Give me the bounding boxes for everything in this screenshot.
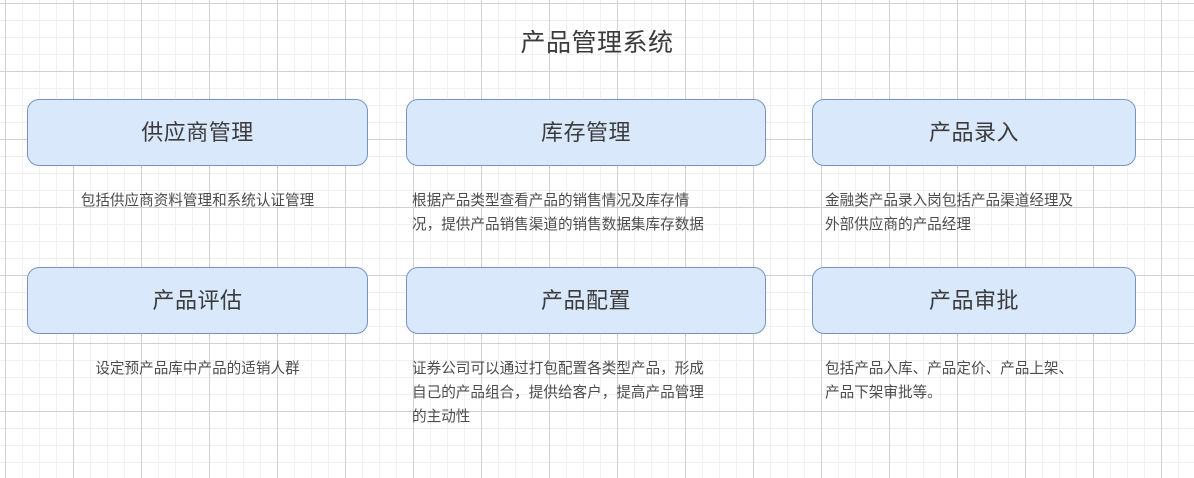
- module-description-product-evaluation: 设定预产品库中产品的适销人群: [95, 361, 300, 377]
- module-title-product-configuration: 产品配置: [540, 287, 631, 313]
- module-product-evaluation[interactable]: 产品评估 设定预产品库中产品的适销人群: [27, 267, 368, 381]
- module-title-product-entry: 产品录入: [928, 119, 1019, 145]
- page-title: 产品管理系统: [520, 29, 674, 57]
- module-box-product-configuration[interactable]: 产品配置: [406, 267, 766, 334]
- module-box-product-entry[interactable]: 产品录入: [812, 99, 1136, 166]
- module-product-approval[interactable]: 产品审批 包括产品入库、产品定价、产品上架、 产品下架审批等。: [812, 267, 1136, 405]
- module-product-configuration[interactable]: 产品配置 证券公司可以通过打包配置各类型产品，形成 自己的产品组合，提供给客户，…: [406, 267, 766, 429]
- module-title-supplier-management: 供应商管理: [141, 119, 254, 145]
- module-title-inventory-management: 库存管理: [540, 119, 631, 145]
- module-description-product-configuration: 证券公司可以通过打包配置各类型产品，形成 自己的产品组合，提供给客户，提高产品管…: [412, 361, 704, 425]
- module-box-supplier-management[interactable]: 供应商管理: [27, 99, 368, 166]
- module-supplier-management[interactable]: 供应商管理 包括供应商资料管理和系统认证管理: [27, 99, 368, 213]
- module-title-product-approval: 产品审批: [928, 287, 1019, 313]
- module-product-entry[interactable]: 产品录入 金融类产品录入岗包括产品渠道经理及 外部供应商的产品经理: [812, 99, 1136, 237]
- module-box-inventory-management[interactable]: 库存管理: [406, 99, 766, 166]
- module-description-product-approval: 包括产品入库、产品定价、产品上架、 产品下架审批等。: [825, 361, 1074, 401]
- module-description-product-entry: 金融类产品录入岗包括产品渠道经理及 外部供应商的产品经理: [825, 193, 1074, 233]
- module-box-product-approval[interactable]: 产品审批: [812, 267, 1136, 334]
- module-box-product-evaluation[interactable]: 产品评估: [27, 267, 368, 334]
- module-description-inventory-management: 根据产品类型查看产品的销售情况及库存情 况，提供产品销售渠道的销售数据集库存数据: [412, 193, 704, 233]
- module-title-product-evaluation: 产品评估: [152, 287, 243, 313]
- module-inventory-management[interactable]: 库存管理 根据产品类型查看产品的销售情况及库存情 况，提供产品销售渠道的销售数据…: [406, 99, 766, 237]
- module-description-supplier-management: 包括供应商资料管理和系统认证管理: [80, 193, 315, 209]
